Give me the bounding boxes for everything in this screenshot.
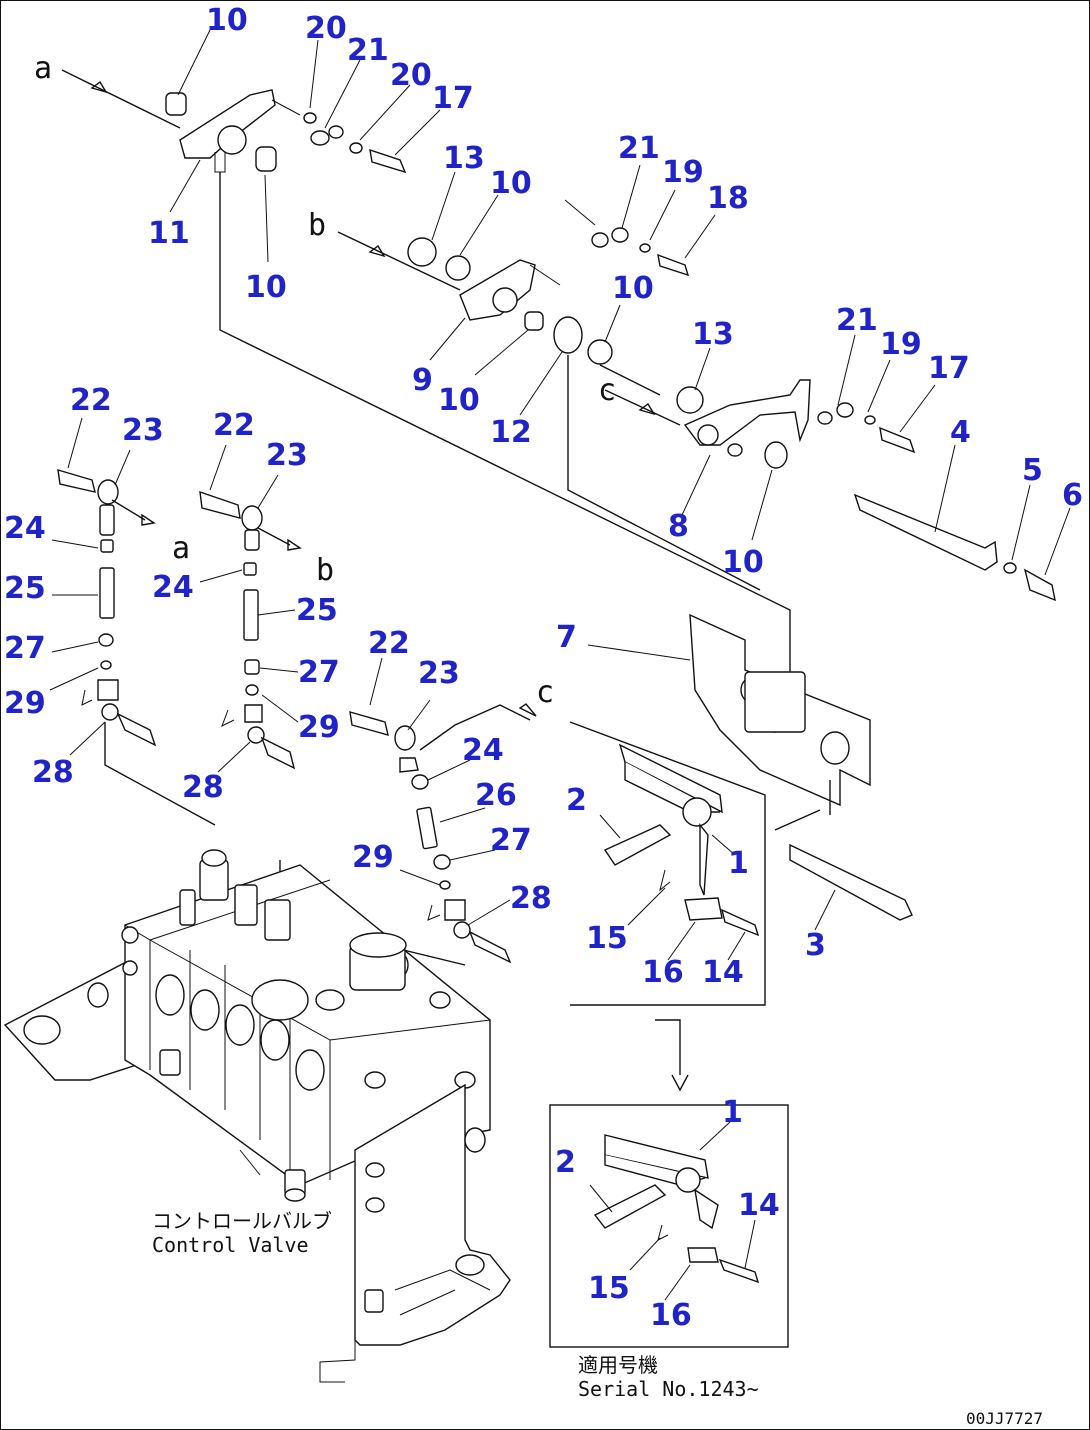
callout-3: 3 [805, 928, 826, 963]
serial-detail-box [549, 1104, 789, 1348]
view-letter-c: c [536, 675, 554, 710]
callout-21: 21 [836, 303, 878, 338]
part-callouts: 10 20 21 20 17 11 10 13 10 21 19 18 9 10… [4, 3, 1083, 1333]
callout-28: 28 [510, 881, 552, 916]
callout-25: 25 [4, 571, 46, 606]
callout-17: 17 [432, 81, 474, 116]
callout-15: 15 [588, 1271, 630, 1306]
control-valve-drawing [3, 849, 511, 1383]
view-letter-b: b [308, 208, 326, 243]
callout-4: 4 [950, 415, 971, 450]
callout-19: 19 [880, 327, 922, 362]
view-letter-c: c [598, 373, 616, 408]
callout-2: 2 [566, 783, 587, 818]
callout-10: 10 [490, 166, 532, 201]
callout-16: 16 [650, 1298, 692, 1333]
callout-2: 2 [555, 1145, 576, 1180]
callout-29: 29 [352, 840, 394, 875]
callout-20: 20 [390, 58, 432, 93]
callout-10: 10 [206, 3, 248, 38]
callout-29: 29 [4, 686, 46, 721]
callout-5: 5 [1022, 453, 1043, 488]
callout-12: 12 [490, 415, 532, 450]
callout-29: 29 [298, 710, 340, 745]
callout-11: 11 [148, 216, 190, 251]
callout-23: 23 [418, 656, 460, 691]
callout-13: 13 [443, 141, 485, 176]
view-letters: a b c a b c [34, 51, 616, 710]
callout-14: 14 [738, 1188, 780, 1223]
callout-27: 27 [490, 823, 532, 858]
callout-27: 27 [4, 631, 46, 666]
callout-28: 28 [182, 770, 224, 805]
callout-27: 27 [298, 655, 340, 690]
callout-21: 21 [347, 33, 389, 68]
drawing-code: 00JJ7727 [966, 1409, 1043, 1428]
callout-6: 6 [1062, 478, 1083, 513]
callout-22: 22 [70, 383, 112, 418]
callout-19: 19 [662, 155, 704, 190]
serial-caption-jp: 適用号機 [578, 1353, 658, 1377]
control-valve-caption-en: Control Valve [152, 1233, 309, 1257]
view-letter-a: a [34, 51, 52, 86]
callout-13: 13 [692, 317, 734, 352]
serial-caption-en: Serial No.1243~ [578, 1377, 759, 1401]
callout-25: 25 [296, 593, 338, 628]
callout-20: 20 [305, 11, 347, 46]
callout-18: 18 [707, 181, 749, 216]
callout-1: 1 [728, 846, 749, 881]
callout-15: 15 [586, 921, 628, 956]
callout-24: 24 [462, 733, 504, 768]
callout-14: 14 [702, 955, 744, 990]
callout-7: 7 [556, 620, 577, 655]
callout-23: 23 [266, 438, 308, 473]
callout-10: 10 [438, 383, 480, 418]
callout-22: 22 [368, 626, 410, 661]
callout-26: 26 [475, 778, 517, 813]
callout-10: 10 [722, 545, 764, 580]
control-valve-caption-jp: コントロールバルブ [152, 1209, 332, 1233]
diagram-linework [3, 29, 1071, 1383]
callout-1: 1 [722, 1095, 743, 1130]
callout-8: 8 [668, 509, 689, 544]
callout-24: 24 [152, 570, 194, 605]
view-letter-a: a [172, 531, 190, 566]
callout-23: 23 [122, 413, 164, 448]
callout-9: 9 [412, 363, 433, 398]
callout-16: 16 [642, 955, 684, 990]
view-letter-b: b [316, 553, 334, 588]
callout-28: 28 [32, 755, 74, 790]
callout-10: 10 [612, 271, 654, 306]
callout-21: 21 [618, 131, 660, 166]
callout-10: 10 [245, 270, 287, 305]
callout-22: 22 [213, 408, 255, 443]
callout-24: 24 [4, 511, 46, 546]
callout-17: 17 [928, 351, 970, 386]
